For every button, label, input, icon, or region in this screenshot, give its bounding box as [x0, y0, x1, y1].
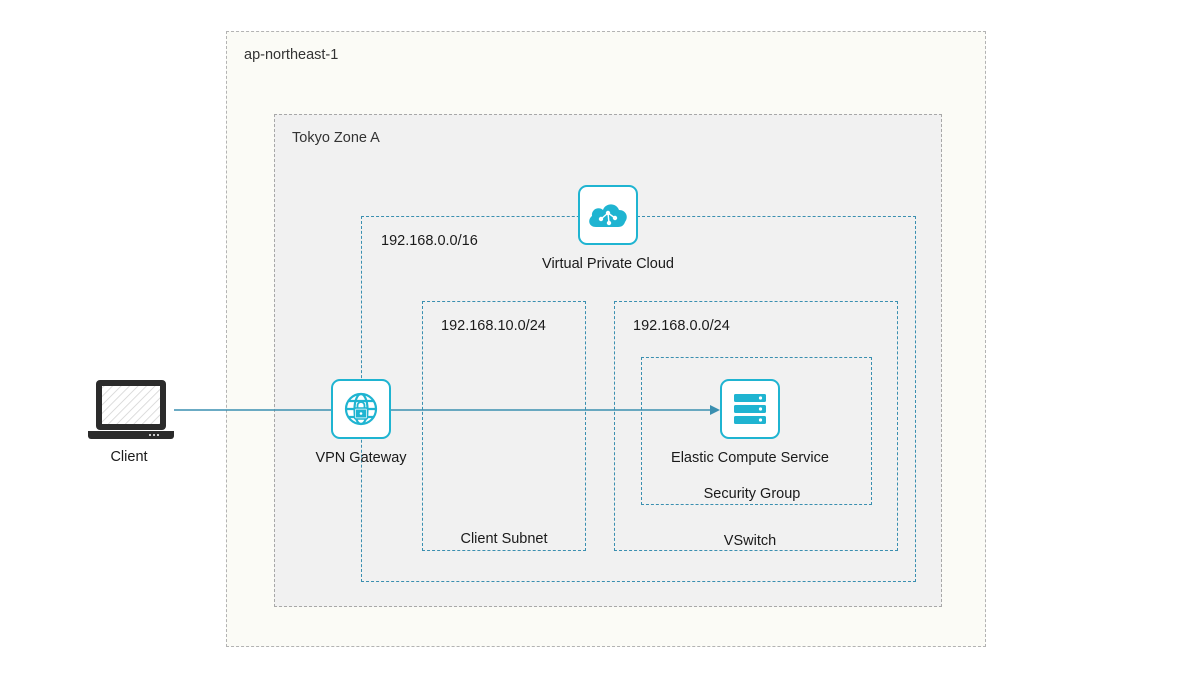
security-group-label: Security Group — [703, 486, 801, 502]
ecs-node[interactable] — [720, 379, 780, 439]
vpc-cidr: 192.168.0.0/16 — [381, 233, 478, 249]
connector-arrowhead-icon — [710, 405, 720, 415]
server-icon — [734, 394, 766, 424]
vpc-node[interactable] — [578, 185, 638, 245]
vpc-label: Virtual Private Cloud — [542, 256, 674, 272]
vswitch-cidr: 192.168.0.0/24 — [633, 318, 730, 334]
region-label: ap-northeast-1 — [244, 47, 339, 63]
zone-label: Tokyo Zone A — [292, 130, 380, 146]
security-group-container — [641, 357, 872, 505]
vswitch-container — [614, 301, 898, 551]
vswitch-label: VSwitch — [723, 533, 777, 549]
vpn-gateway-label: VPN Gateway — [315, 450, 407, 466]
laptop-icon — [88, 380, 174, 439]
cloud-icon — [589, 204, 627, 227]
ecs-label: Elastic Compute Service — [671, 450, 829, 466]
client-node[interactable] — [86, 378, 176, 444]
client-subnet-cidr: 192.168.10.0/24 — [441, 318, 546, 334]
vpn-gateway-node[interactable] — [331, 379, 391, 439]
client-subnet-container — [422, 301, 586, 551]
client-subnet-label: Client Subnet — [460, 531, 548, 547]
client-label: Client — [110, 449, 148, 465]
globe-lock-icon — [344, 392, 378, 426]
